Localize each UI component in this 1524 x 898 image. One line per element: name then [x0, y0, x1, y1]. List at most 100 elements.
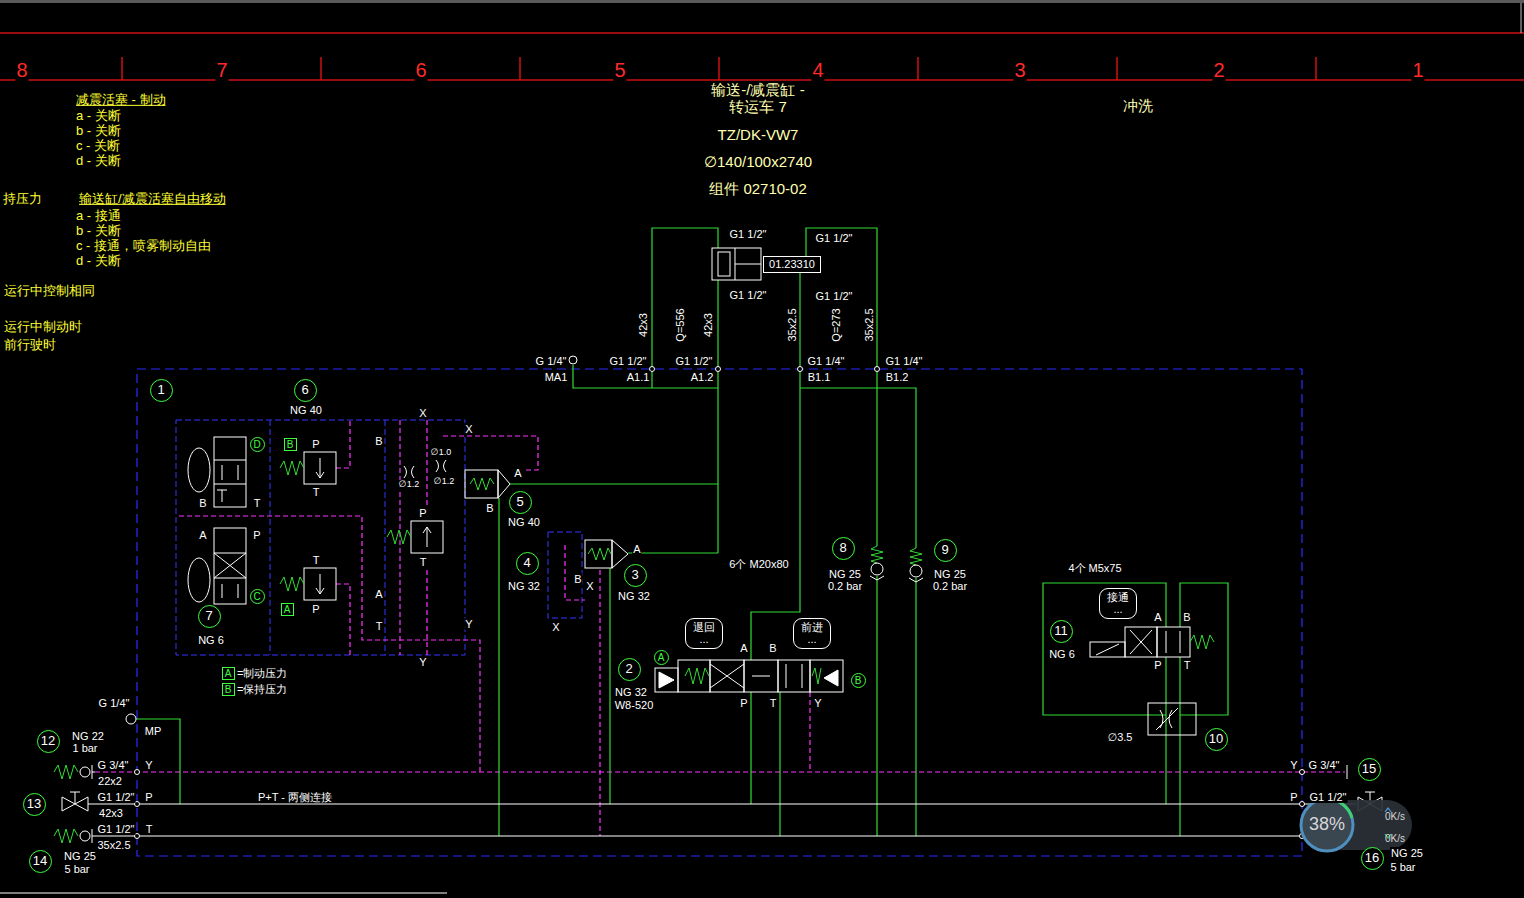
label-text: 0.2 bar — [827, 580, 863, 592]
callout-number: 12 — [37, 730, 60, 753]
label-text: G1 1/2" — [97, 791, 136, 803]
callout-number: 5 — [509, 491, 532, 514]
label-text: G 3/4" — [1308, 759, 1341, 771]
pressure-line — [751, 272, 800, 660]
label-text: B — [374, 435, 383, 447]
callout-number: 4 — [516, 552, 539, 575]
label-text: NG 22 — [71, 730, 105, 742]
label-text: 2 — [1212, 59, 1225, 81]
callout-number: 9 — [934, 539, 957, 562]
label-text: MP — [144, 725, 163, 737]
pressure-line — [573, 365, 718, 388]
label-text: 22x2 — [97, 775, 123, 787]
pressure-line — [136, 719, 180, 804]
label-text: B — [768, 642, 777, 654]
label-text: 前行驶时 — [3, 338, 57, 352]
pilot-line — [443, 436, 538, 470]
label-text: G1 1/2" — [729, 289, 768, 301]
label-text: G1 1/2" — [815, 290, 854, 302]
pilot-line — [809, 692, 810, 772]
label-text: 持压力 — [2, 192, 43, 206]
label-text: 6个 M20x80 — [728, 558, 789, 570]
title-frame — [0, 33, 1524, 80]
spring-symbol — [470, 478, 494, 490]
valve-symbol — [214, 437, 246, 507]
pressure-line — [876, 576, 877, 836]
callout-number: 6 — [294, 379, 317, 402]
title-frame — [917, 57, 919, 80]
circled-letter: C — [250, 589, 265, 604]
label-text: P — [1289, 791, 1298, 803]
node-text: 15 — [1362, 762, 1376, 776]
label-text: Y — [1289, 759, 1298, 771]
label-text: T — [419, 556, 428, 568]
valve-symbol — [126, 356, 1196, 735]
pressure-line — [915, 578, 916, 836]
valve-symbol — [316, 588, 324, 594]
label-text: T — [375, 620, 384, 632]
label-text: P — [252, 529, 261, 541]
pilot-line — [95, 420, 1345, 836]
label-text: 7 — [215, 59, 228, 81]
label-text: NG 6 — [1048, 648, 1076, 660]
button-box: 退回... — [685, 618, 723, 649]
label-text: Y — [144, 759, 153, 771]
pilot-line — [336, 584, 350, 655]
pressure-line — [498, 498, 499, 836]
valve-symbol — [678, 660, 710, 692]
valve-symbol — [320, 574, 321, 594]
valve-symbol — [423, 527, 431, 533]
valve-symbol — [498, 470, 510, 498]
valve-symbol — [214, 578, 246, 579]
pilot-line — [336, 420, 350, 468]
valve-symbol — [1148, 703, 1196, 735]
callout-number: 3 — [624, 564, 647, 587]
label-text: A — [739, 642, 748, 654]
pressure-line — [800, 388, 916, 548]
valve-symbol — [188, 448, 210, 492]
circled-letter: D — [250, 437, 265, 452]
subplate-outline — [548, 532, 582, 618]
valve-symbol — [585, 540, 612, 568]
label-text: A — [632, 543, 641, 555]
label-text: TZ/DK-VW7 — [717, 127, 800, 144]
label-text: B1.2 — [885, 371, 910, 383]
label-text: B — [198, 497, 207, 509]
label-text: T — [769, 697, 778, 709]
valve-symbol — [655, 668, 678, 692]
label-text: NG 32 — [507, 580, 541, 592]
callout-number: 7 — [198, 605, 221, 628]
title-frame — [0, 79, 1524, 81]
label-text: d - 关断 — [75, 254, 122, 268]
pressure-line — [609, 568, 610, 804]
pilot-line — [565, 545, 585, 600]
node-text: 8 — [839, 541, 846, 555]
node-text: 12 — [41, 734, 55, 748]
label-text: P+T - 两侧连接 — [257, 791, 333, 803]
subplate-outline — [176, 420, 465, 655]
valve-symbol — [238, 584, 239, 598]
node-text: 01.23310 — [769, 258, 815, 270]
valve-symbol — [824, 670, 838, 686]
label-text: 减震活塞 - 制动 — [75, 93, 167, 107]
pressure-line — [1179, 657, 1180, 836]
valve-symbol — [1096, 644, 1119, 655]
valve-symbol — [710, 660, 744, 692]
spring-symbol — [812, 668, 821, 684]
callout-number: 11 — [1050, 620, 1073, 643]
label-text: a - 接通 — [75, 209, 122, 223]
valve-symbol — [786, 664, 787, 688]
ball-valve-symbol — [62, 765, 1382, 811]
node-text: B — [225, 684, 232, 695]
label-text: NG 25 — [933, 568, 967, 580]
check-valve-symbol — [80, 831, 90, 841]
valve-symbol — [238, 465, 239, 480]
valve-symbol — [1130, 630, 1152, 654]
main-line — [88, 804, 1356, 836]
pressure-line — [136, 228, 1228, 836]
label-text: NG 25 — [828, 568, 862, 580]
label-text: 5 — [613, 59, 626, 81]
pressure-line — [1043, 583, 1166, 715]
check-valve-symbol — [80, 563, 923, 843]
label-text: A — [1153, 611, 1162, 623]
